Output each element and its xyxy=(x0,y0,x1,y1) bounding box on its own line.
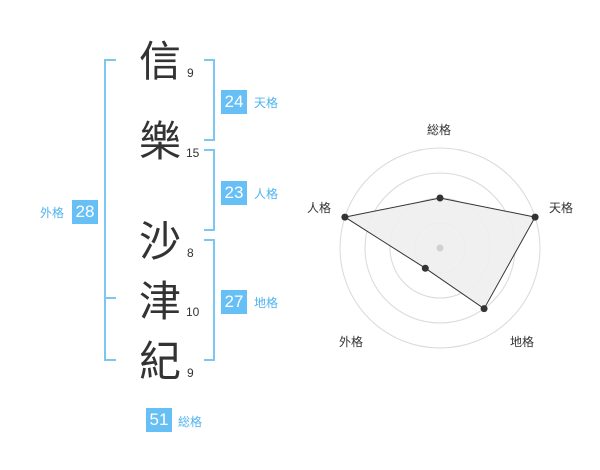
name-char-4: 津 xyxy=(138,277,181,326)
name-char-5: 紀 xyxy=(138,337,181,386)
stroke-count-2: 15 xyxy=(186,146,200,160)
radar-center-dot xyxy=(436,244,444,252)
soukaku-label: 総格 xyxy=(178,415,203,429)
radar-ring-4 xyxy=(339,147,541,349)
jinkaku-label: 人格 xyxy=(254,187,279,201)
radar-points xyxy=(341,194,539,313)
jinkaku-value: 23 xyxy=(221,181,247,205)
radar-label-chikaku: 地格 xyxy=(510,335,535,349)
stroke-count-1: 9 xyxy=(187,66,194,80)
name-brackets xyxy=(104,59,215,361)
gaikaku-value: 28 xyxy=(72,200,98,224)
radar-point-3 xyxy=(480,305,488,313)
radar-point-2 xyxy=(531,213,539,221)
chikaku-value: 27 xyxy=(221,290,247,314)
name-char-3: 沙 xyxy=(138,217,181,266)
radar-chart xyxy=(339,147,541,349)
stroke-count-4: 10 xyxy=(186,305,200,319)
outer-bracket xyxy=(104,59,116,361)
name-char-2: 樂 xyxy=(138,117,181,166)
tenkaku-value: 24 xyxy=(221,90,247,114)
radar-point-5 xyxy=(341,213,349,221)
chikaku-bracket xyxy=(204,239,215,361)
stroke-count-3: 8 xyxy=(187,246,194,260)
tenkaku-bracket xyxy=(204,59,215,141)
radar-point-1 xyxy=(436,194,444,202)
radar-point-4 xyxy=(421,264,429,272)
radar-data-shape xyxy=(343,197,536,310)
tenkaku-label: 天格 xyxy=(254,96,279,110)
jinkaku-bracket xyxy=(204,149,215,231)
soukaku-value: 51 xyxy=(146,408,172,432)
radar-label-tenkaku: 天格 xyxy=(549,201,574,215)
stroke-count-5: 9 xyxy=(187,366,194,380)
radar-label-jinkaku: 人格 xyxy=(307,201,332,215)
chikaku-label: 地格 xyxy=(254,296,279,310)
gaikaku-label: 外格 xyxy=(40,206,65,220)
radar-label-soukaku: 総格 xyxy=(427,123,452,137)
name-char-1: 信 xyxy=(138,37,181,86)
radar-label-gaikaku: 外格 xyxy=(339,335,364,349)
